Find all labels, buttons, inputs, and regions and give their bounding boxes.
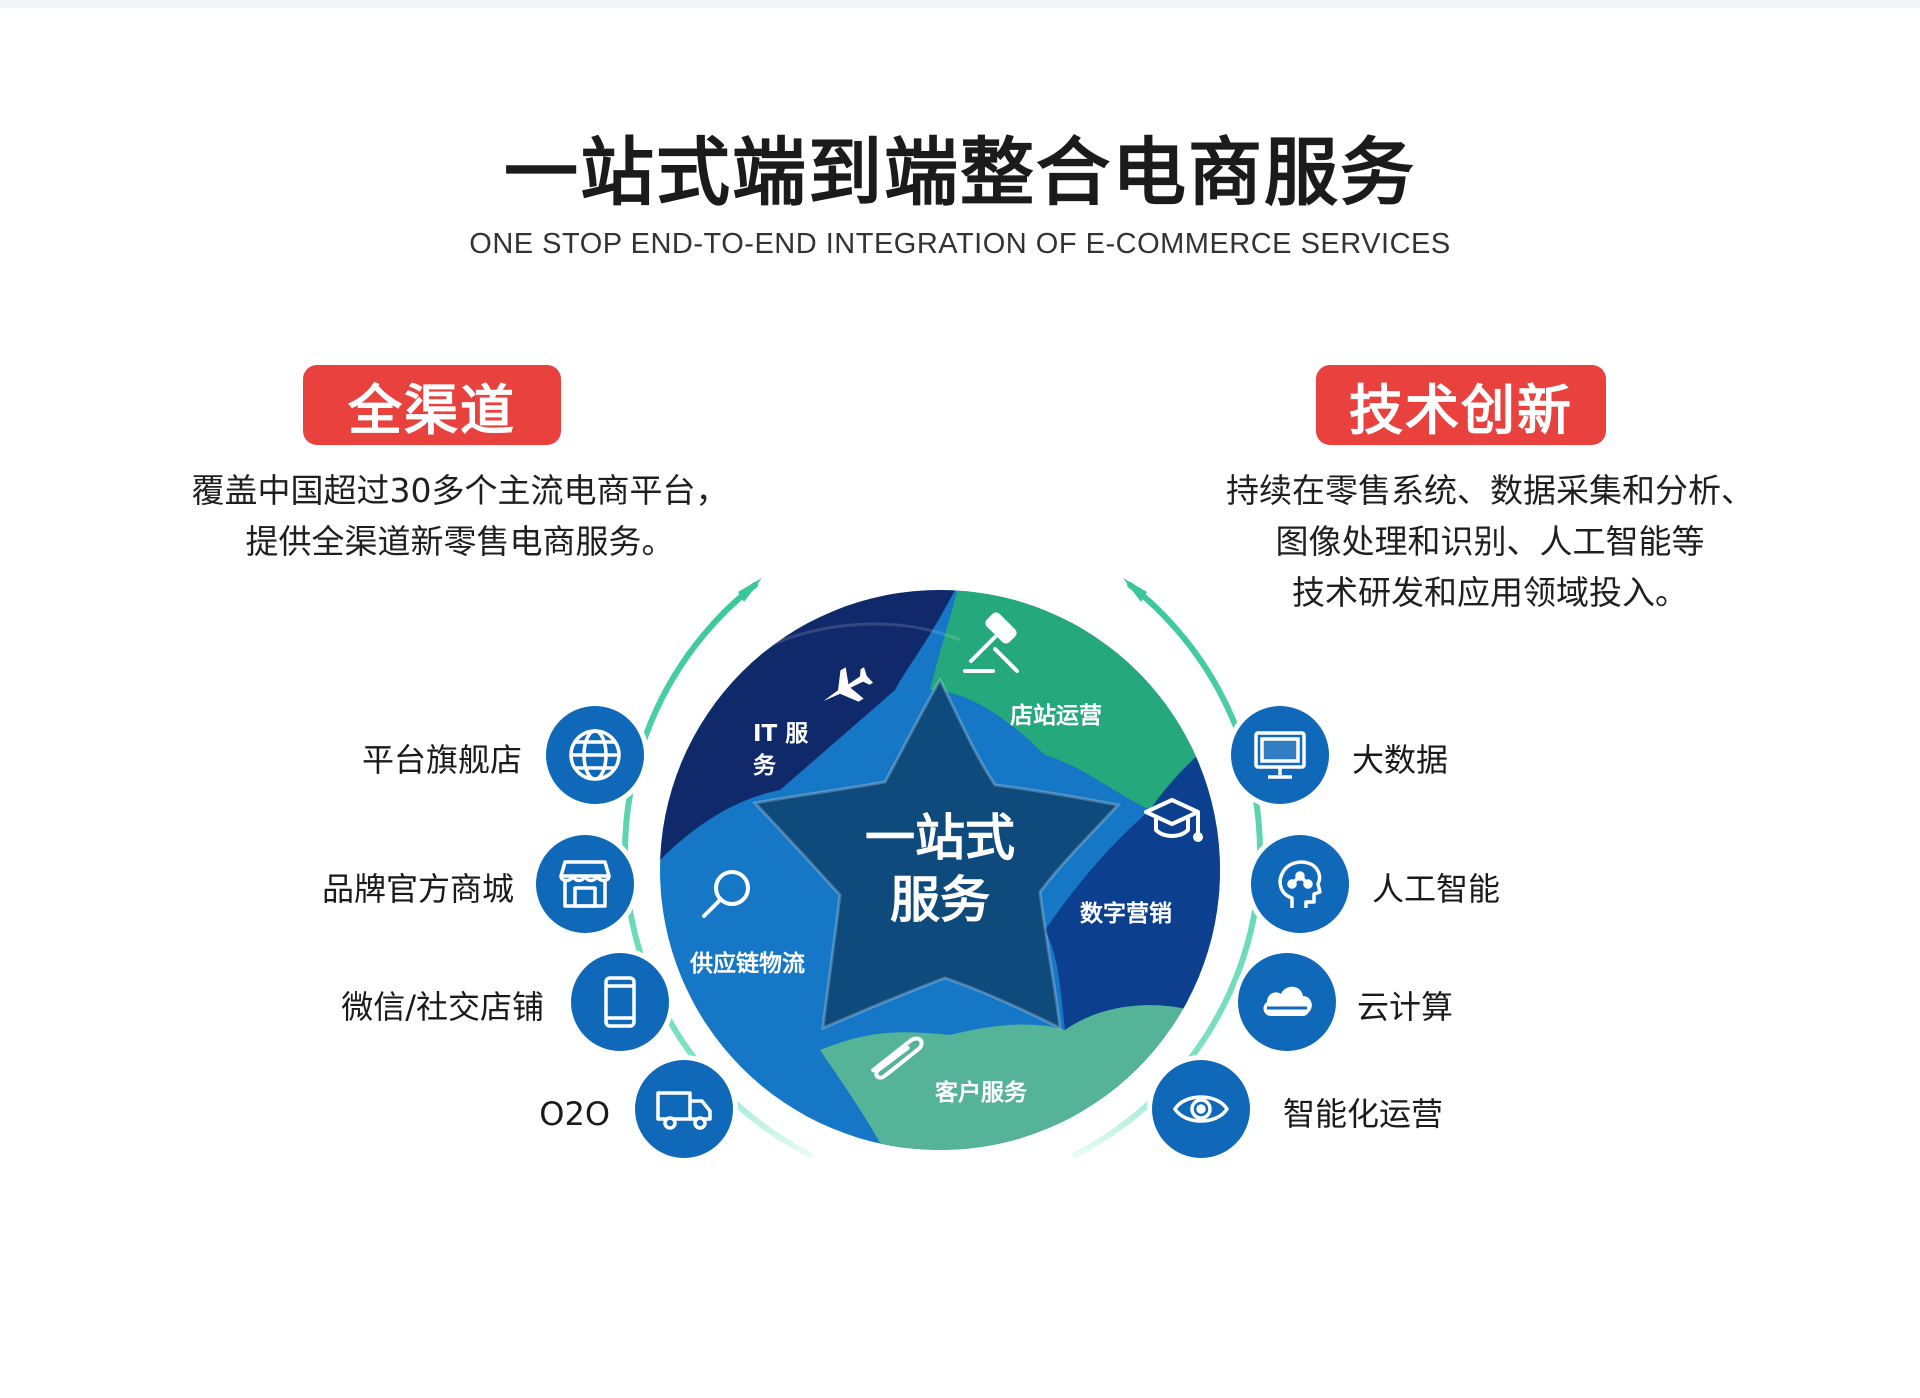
right-item-label: 智能化运营 bbox=[1283, 1095, 1444, 1133]
tech-description: 持续在零售系统、数据采集和分析、 图像处理和识别、人工智能等 技术研发和应用领域… bbox=[1170, 465, 1810, 618]
left-item-label: 品牌官方商城 bbox=[321, 870, 514, 908]
omnichannel-badge: 全渠道 bbox=[303, 365, 561, 445]
left-item-icon-badge bbox=[635, 1060, 733, 1158]
smartphone-icon bbox=[604, 976, 636, 1028]
storefront-icon bbox=[559, 860, 611, 908]
left-item-icon-badge bbox=[536, 835, 634, 933]
center-label-line: 一站式 bbox=[865, 809, 1015, 867]
left-arc-arrowhead bbox=[738, 578, 762, 602]
ai-head-icon bbox=[1278, 860, 1322, 908]
omnichannel-desc-line: 提供全渠道新零售电商服务。 bbox=[245, 522, 675, 561]
segment-label-supply-chain: 供应链物流 bbox=[690, 951, 805, 977]
center-label: 一站式 服务 bbox=[830, 807, 1050, 931]
left-item-label: 微信/社交店铺 bbox=[341, 988, 544, 1026]
left-item-label: O2O bbox=[539, 1095, 610, 1133]
omnichannel-description: 覆盖中国超过30多个主流电商平台， 提供全渠道新零售电商服务。 bbox=[140, 465, 780, 567]
left-item-icon-badge bbox=[571, 953, 669, 1051]
segment-label-line: IT 服 bbox=[753, 721, 809, 747]
page-subtitle: ONE STOP END-TO-END INTEGRATION OF E-COM… bbox=[469, 228, 1451, 260]
truck-icon bbox=[656, 1091, 712, 1130]
right-item-label: 人工智能 bbox=[1372, 870, 1501, 908]
tech-innovation-badge: 技术创新 bbox=[1316, 365, 1606, 445]
left-item-icon-badge bbox=[546, 706, 644, 804]
segment-digital-marketing bbox=[1045, 720, 1220, 1030]
segment-label-it-service: IT 服 务 bbox=[753, 718, 808, 782]
right-item-icon-badge bbox=[1231, 706, 1329, 804]
segment-label-digital-marketing: 数字营销 bbox=[1080, 901, 1172, 927]
airplane-icon bbox=[823, 667, 874, 702]
cloud-icon bbox=[1263, 986, 1312, 1016]
magnifier-icon bbox=[702, 870, 750, 918]
tech-desc-line: 技术研发和应用领域投入。 bbox=[1292, 573, 1688, 612]
tech-desc-line: 持续在零售系统、数据采集和分析、 bbox=[1226, 471, 1754, 510]
graduation-cap-icon bbox=[1144, 798, 1203, 842]
right-item-icon-badge bbox=[1251, 835, 1349, 933]
left-item-label: 平台旗舰店 bbox=[361, 741, 522, 779]
segment-label-line: 务 bbox=[753, 753, 776, 779]
eye-icon bbox=[1172, 1095, 1230, 1123]
right-item-label: 大数据 bbox=[1352, 741, 1449, 779]
segment-arc-separator bbox=[759, 622, 961, 652]
top-strip bbox=[0, 0, 1920, 8]
omnichannel-desc-line: 覆盖中国超过30多个主流电商平台， bbox=[191, 471, 729, 510]
right-arc-arrowhead bbox=[1123, 578, 1147, 602]
globe-icon bbox=[569, 729, 621, 781]
right-item-icon-badge bbox=[1238, 953, 1336, 1051]
page-title: 一站式端到端整合电商服务 bbox=[504, 130, 1416, 216]
right-item-icon-badge bbox=[1152, 1060, 1250, 1158]
center-star bbox=[752, 676, 1121, 1031]
tech-desc-line: 图像处理和识别、人工智能等 bbox=[1275, 522, 1705, 561]
right-item-label: 云计算 bbox=[1357, 988, 1454, 1026]
gavel-icon bbox=[963, 612, 1019, 673]
paperclip-icon bbox=[871, 1036, 924, 1080]
center-label-line: 服务 bbox=[890, 871, 990, 929]
monitor-icon bbox=[1254, 731, 1306, 779]
segment-label-store-ops: 店站运营 bbox=[1010, 703, 1102, 729]
segment-label-customer-service: 客户服务 bbox=[935, 1080, 1027, 1106]
